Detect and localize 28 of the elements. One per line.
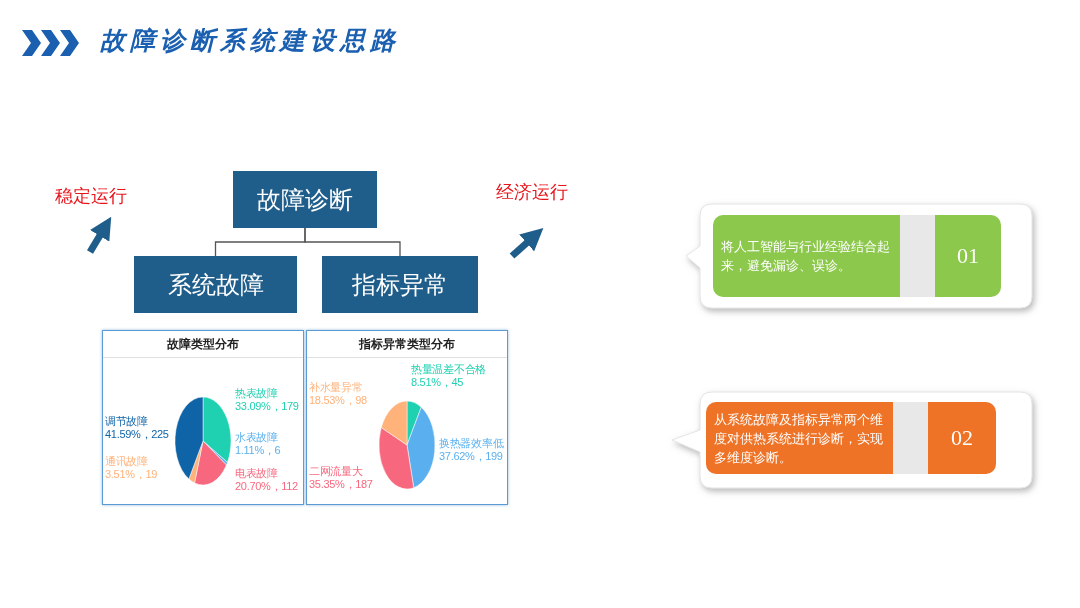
number-label: 02 bbox=[950, 424, 974, 452]
card-text: 从系统故障及指标异常两个维度对供热系统进行诊断，实现多维度诊断。 bbox=[714, 410, 884, 467]
pie-chart-panel bbox=[102, 330, 304, 505]
goal-label: 经济运行 bbox=[496, 180, 596, 206]
chart-title: 故障类型分布 bbox=[103, 331, 303, 358]
slice-label: 水表故障 1.11%，6 bbox=[235, 431, 282, 457]
connector bbox=[304, 227, 401, 257]
category-box: 指标异常 bbox=[322, 256, 478, 313]
arrow bbox=[509, 228, 544, 259]
title: 故障诊断系统建设思路 bbox=[100, 25, 400, 57]
main-box: 故障诊断 bbox=[233, 171, 377, 228]
slice-label: 调节故障 41.59%，225 bbox=[105, 415, 170, 441]
info-card bbox=[706, 402, 996, 474]
slice-label: 热表故障 33.09%，179 bbox=[235, 387, 300, 413]
slice-label: 通讯故障 3.51%，19 bbox=[105, 455, 159, 481]
arrow bbox=[87, 216, 112, 254]
number-label: 01 bbox=[956, 242, 980, 270]
card-text: 将人工智能与行业经验结合起来，避免漏诊、误诊。 bbox=[721, 238, 891, 275]
slice-label: 换热器效率低 37.62%，199 bbox=[439, 437, 505, 463]
slice-label: 电表故障 20.70%，112 bbox=[235, 467, 299, 493]
slice-label: 二网流量大 35.35%，187 bbox=[309, 465, 374, 491]
chart-title: 指标异常类型分布 bbox=[307, 331, 507, 358]
category-box: 系统故障 bbox=[134, 256, 297, 313]
pie-chart-panel bbox=[306, 330, 508, 505]
info-card bbox=[713, 215, 1001, 297]
goal-label: 稳定运行 bbox=[55, 184, 155, 210]
slice-label: 热量温差不合格 8.51%，45 bbox=[411, 363, 487, 389]
slice-label: 补水量异常 18.53%，98 bbox=[309, 381, 368, 407]
